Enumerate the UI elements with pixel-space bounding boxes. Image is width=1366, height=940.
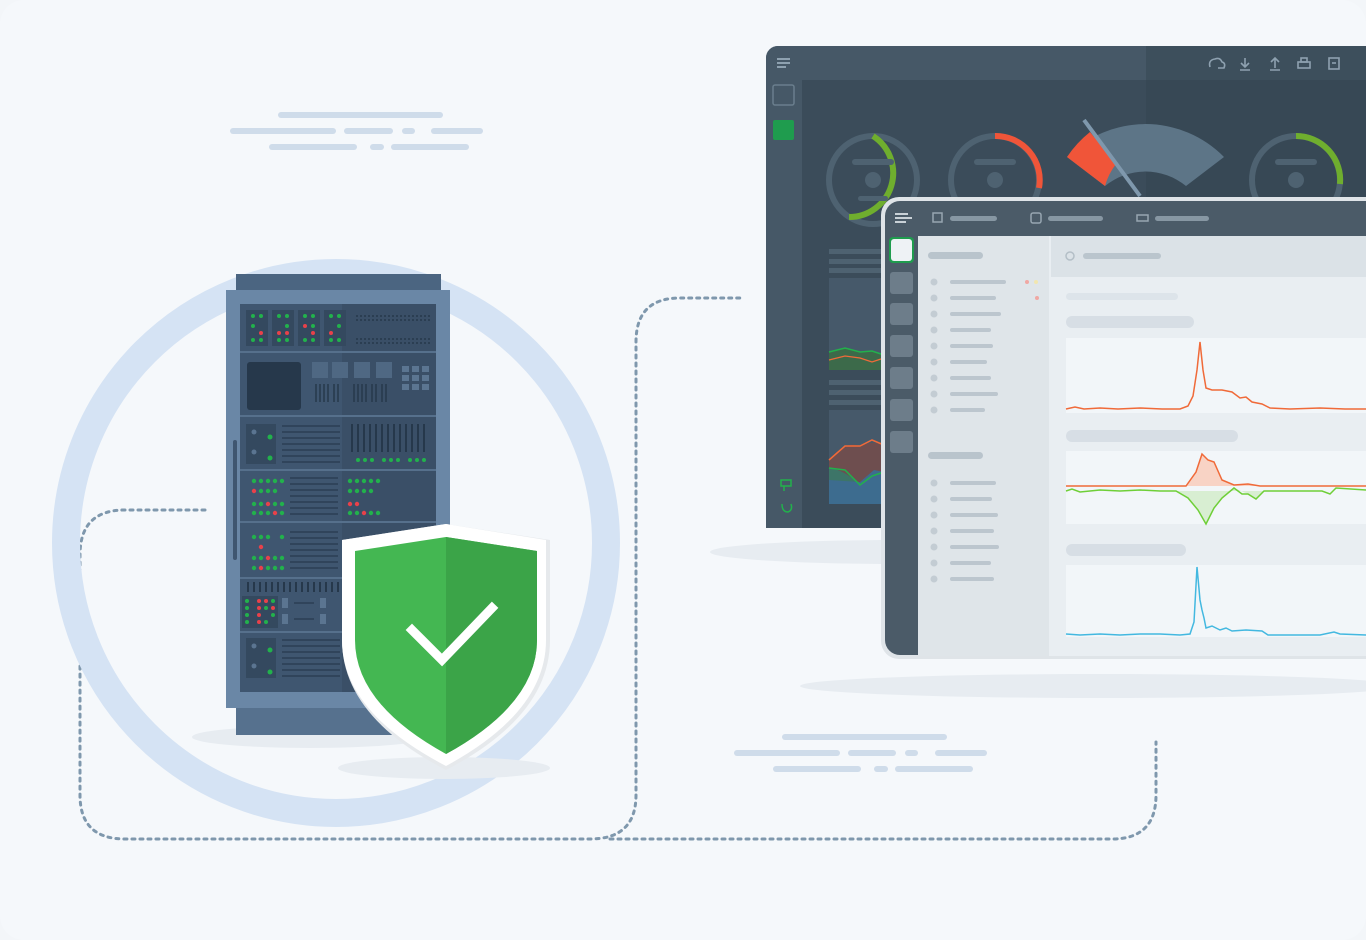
dark-sidebar-button-2[interactable] xyxy=(773,120,794,140)
halo-ring xyxy=(52,259,620,827)
placeholder-text-top xyxy=(230,112,483,150)
tablet-toolbar-save-icon[interactable] xyxy=(932,212,943,223)
chart-line-orange-2 xyxy=(1066,452,1366,487)
chart-line-orange-1 xyxy=(1065,341,1366,410)
hamburger-menu-icon xyxy=(895,213,912,223)
tablet-sidebar-button-7[interactable] xyxy=(890,431,913,453)
dark-sidebar-tool-icon[interactable] xyxy=(780,479,792,491)
gauge-speedometer xyxy=(1067,118,1224,198)
tablet-shadow xyxy=(800,674,1366,698)
dark-mini-charts xyxy=(828,249,885,504)
chart-line-green-2 xyxy=(1065,487,1366,526)
tablet-sidebar-button-3[interactable] xyxy=(890,303,913,325)
tablet-toolbar-window-icon[interactable] xyxy=(1136,214,1149,222)
chart-panel-1 xyxy=(1066,338,1366,413)
chart-panel-2 xyxy=(1066,451,1366,524)
tablet-panel xyxy=(881,197,1366,659)
gauge-1 xyxy=(826,133,920,227)
tablet-toolbar-settings-icon[interactable] xyxy=(1030,212,1042,224)
tablet-sidebar-button-4[interactable] xyxy=(890,335,913,357)
gauge-needle xyxy=(1082,118,1142,198)
tablet-sidebar-button-6[interactable] xyxy=(890,399,913,421)
tablet-list-pane xyxy=(918,236,1049,656)
hamburger-menu-icon xyxy=(777,58,790,68)
upload-icon xyxy=(1270,56,1280,71)
server-rack-icon xyxy=(226,274,450,735)
cloud-sync-icon xyxy=(1208,57,1226,69)
tablet-content-header-icon xyxy=(1065,251,1075,261)
dark-dashboard-sidebar xyxy=(766,80,802,528)
shield-check-icon xyxy=(342,524,550,770)
tablet-sidebar-button-5[interactable] xyxy=(890,367,913,389)
tablet-list-group-1 xyxy=(928,252,1039,414)
download-icon xyxy=(1240,58,1250,71)
chart-panel-3 xyxy=(1066,565,1366,637)
tablet-list-group-2 xyxy=(928,452,999,583)
chart-line-blue-3 xyxy=(1065,566,1366,636)
dotted-connectors xyxy=(78,296,1158,841)
checkmark-icon xyxy=(405,601,499,667)
dark-sidebar-button-1[interactable] xyxy=(772,84,795,106)
export-icon xyxy=(1328,57,1340,70)
placeholder-text-bottom xyxy=(734,734,987,772)
print-icon xyxy=(1297,57,1311,69)
dark-sidebar-refresh-icon[interactable] xyxy=(781,503,793,513)
tablet-sidebar-button-2[interactable] xyxy=(890,272,913,294)
